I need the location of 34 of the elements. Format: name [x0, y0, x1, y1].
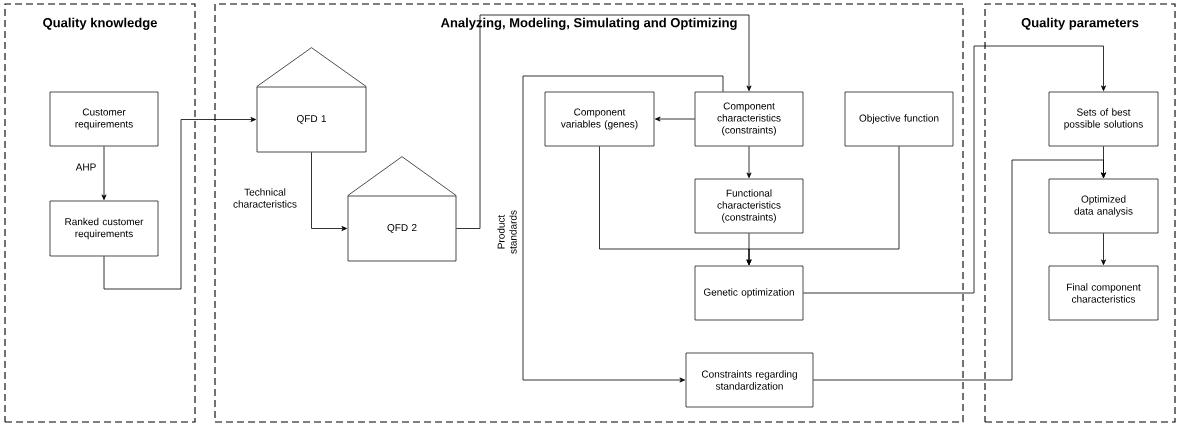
process-box: Component variables (genes) [544, 91, 655, 147]
connector-arrow [655, 116, 696, 122]
connector-arrow [103, 117, 257, 290]
connector-arrow [311, 151, 348, 231]
edge-label: AHP [75, 163, 96, 171]
panel-title: Analyzing, Modeling, Simulating and Optimizing [440, 17, 737, 30]
process-box: Sets of best possible solutions [1048, 91, 1159, 147]
panel-title: Quality parameters [1021, 17, 1139, 30]
connector-arrow [1101, 232, 1106, 266]
qfd-house: QFD 1 [256, 47, 367, 153]
process-box: Customer requirements [49, 91, 159, 147]
connector-arrow [812, 159, 1106, 381]
process-box: Final component characteristics [1048, 265, 1159, 321]
process-box: Optimized data analysis [1048, 178, 1159, 234]
dashed-panel [984, 3, 1176, 423]
connector-arrow [522, 75, 724, 383]
panel-title: Quality knowledge [43, 17, 157, 30]
connector-arrow [455, 14, 752, 229]
connector-arrow [746, 145, 752, 179]
process-box: Functional characteristics (constraints) [694, 178, 804, 234]
connector-arrow [101, 145, 107, 201]
dashed-panel [214, 3, 964, 423]
dashed-panel [4, 3, 196, 423]
process-box: Ranked customer requirements [49, 200, 159, 257]
process-box: Objective function [844, 91, 954, 147]
edge-label: Technical characteristics [233, 188, 297, 208]
connector-arrow [746, 145, 900, 266]
connector-arrow [1101, 145, 1106, 179]
process-box: Constraints regarding standardization [685, 352, 814, 408]
process-box: Component characteristics (constraints) [694, 91, 804, 147]
process-box: Genetic optimization [694, 265, 804, 321]
qfd-house: QFD 2 [347, 156, 457, 262]
edge-label: Product standards [497, 210, 517, 254]
connector-arrow [802, 45, 1106, 294]
